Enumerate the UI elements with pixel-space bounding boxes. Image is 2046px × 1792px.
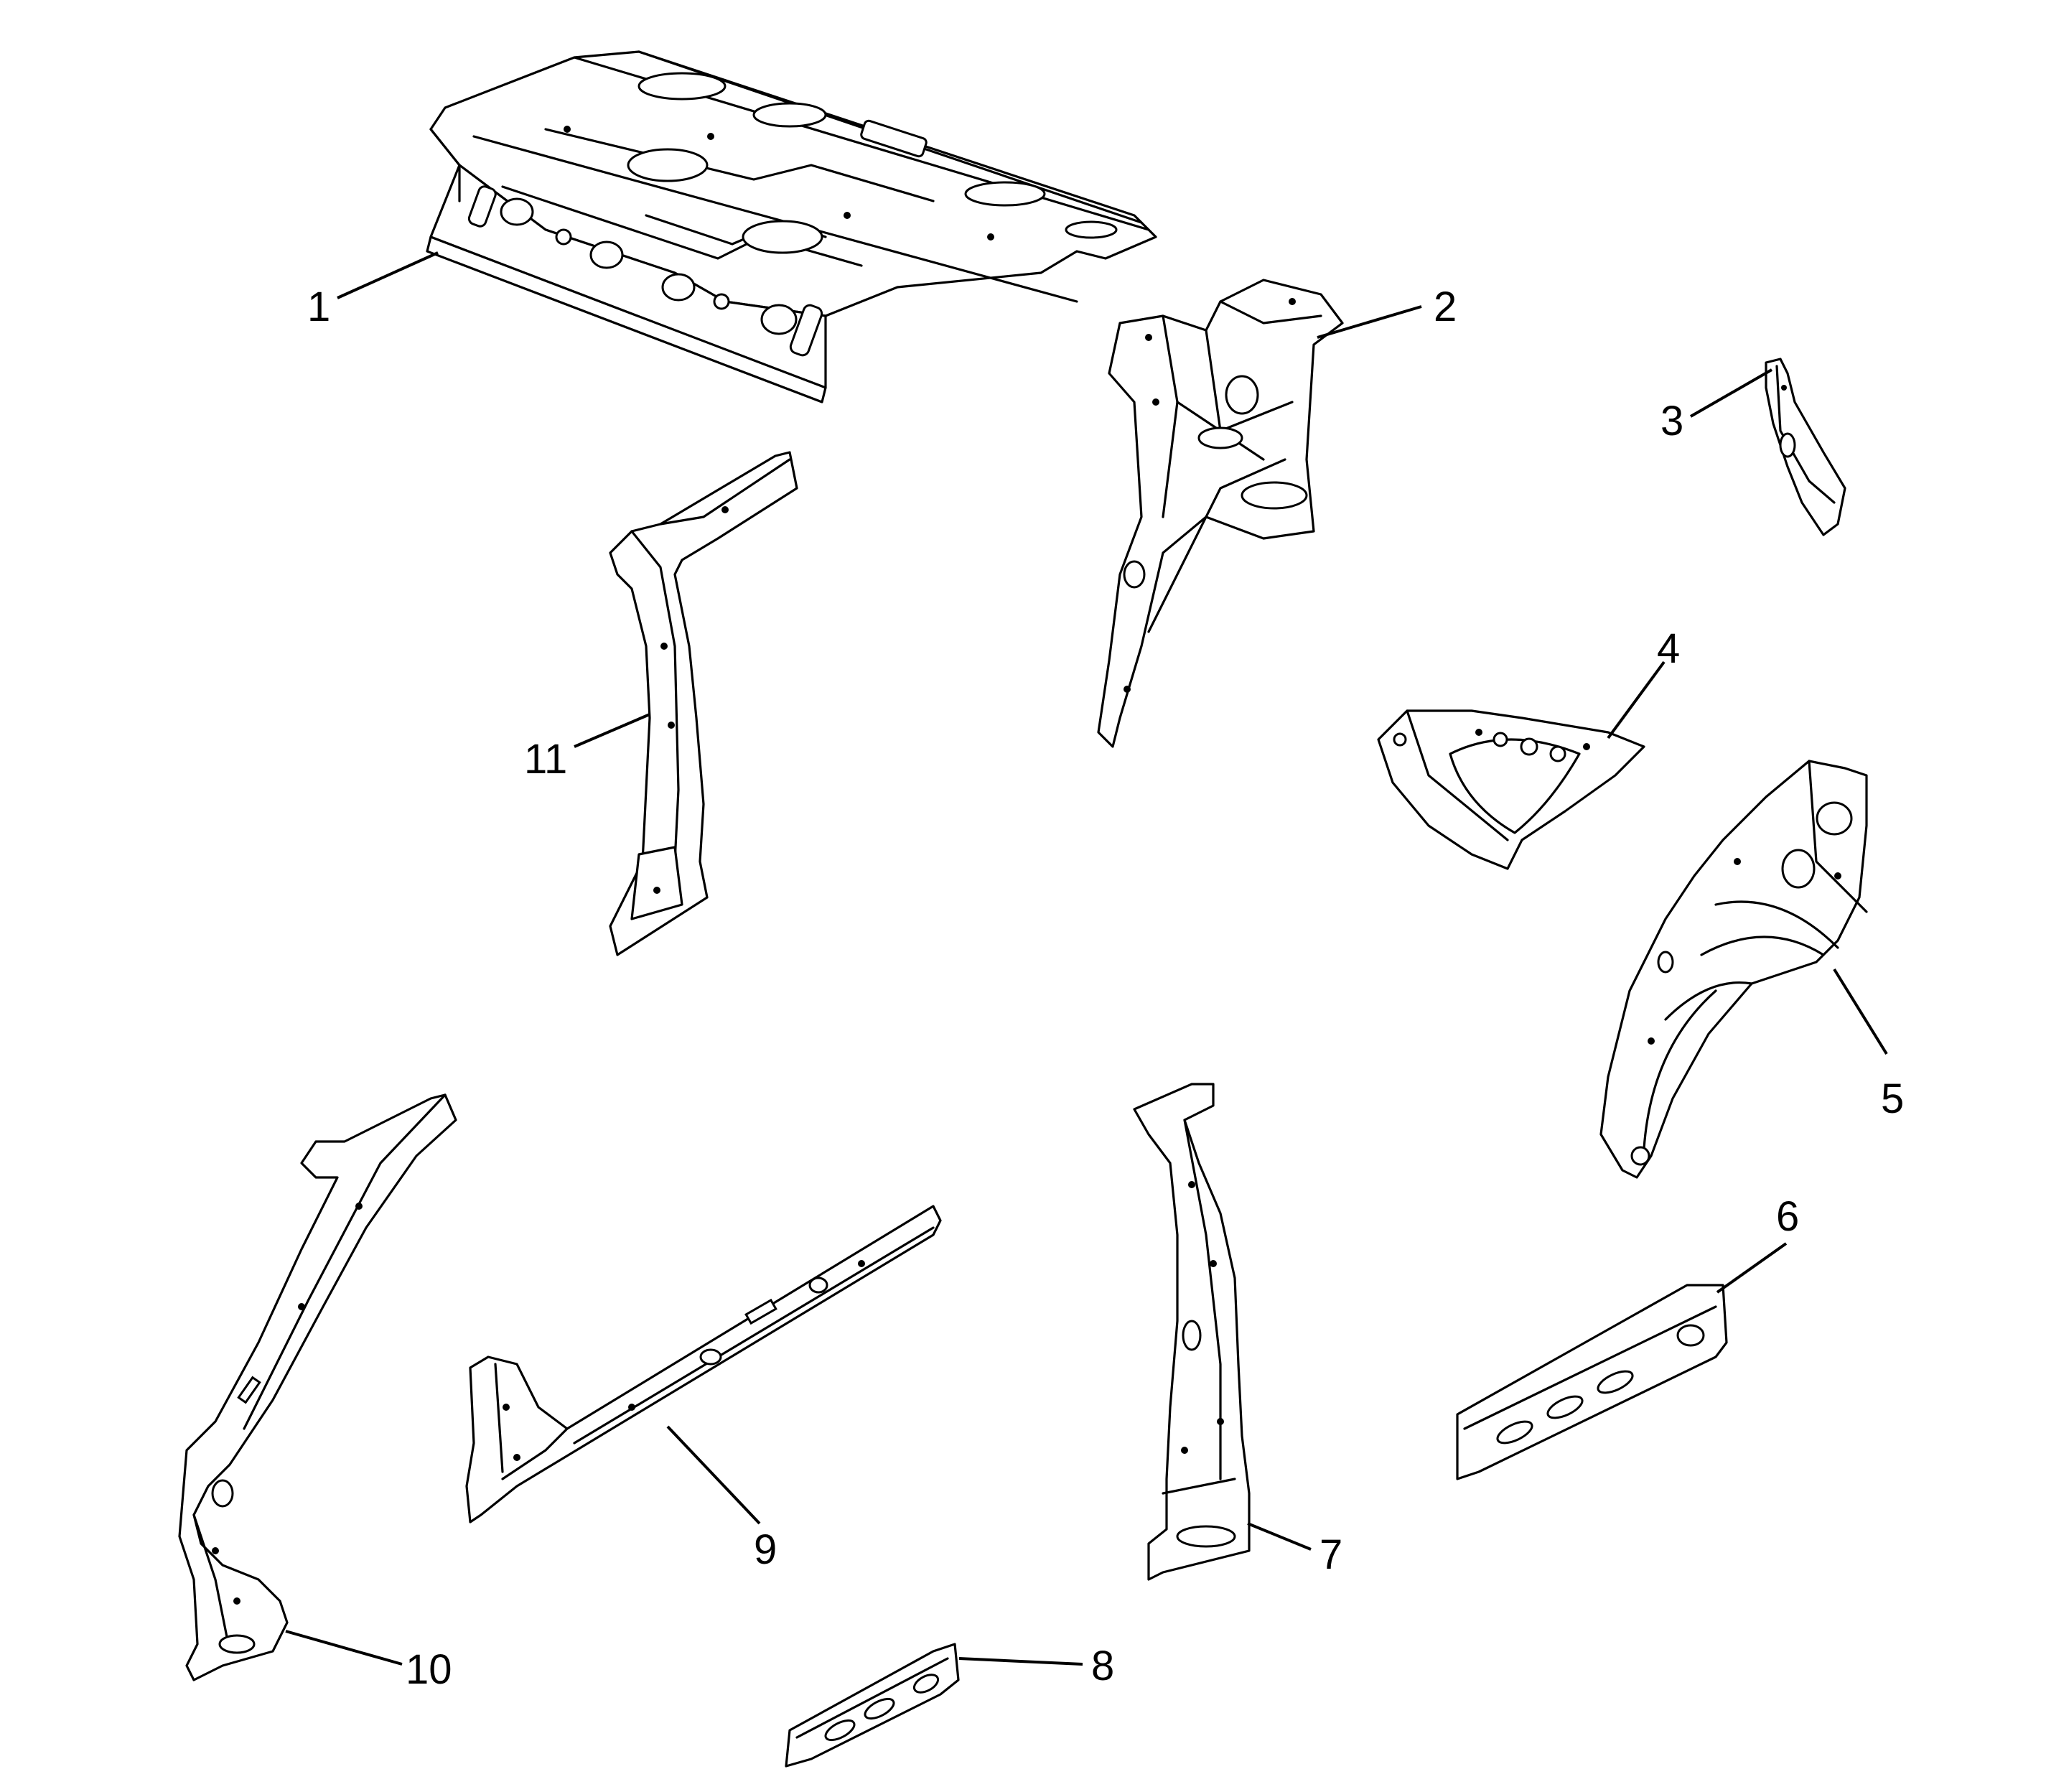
leader-9 [666,1425,761,1525]
part-1-rear-shelf-panel [426,50,1157,403]
leader-1 [337,251,439,299]
callout-4: 4 [1657,625,1680,672]
part-2-inner-quarter-upper [1097,279,1344,748]
leader-4 [1607,661,1666,739]
leader-3 [1690,368,1772,418]
part-5-wheelhouse-outer [1599,760,1868,1179]
part-6-rear-sill-reinforcement [1456,1284,1728,1480]
leader-10 [285,1630,403,1666]
leader-2 [1317,305,1422,339]
callout-3: 3 [1660,398,1683,444]
leader-8 [958,1657,1083,1666]
part-11-roof-rail-pillar [609,451,798,956]
callout-6: 6 [1776,1193,1799,1240]
callout-11: 11 [524,736,567,783]
leader-11 [574,713,650,748]
part-10-a-pillar [178,1093,457,1681]
callout-2: 2 [1434,284,1457,330]
callout-10: 10 [406,1646,452,1693]
part-7-b-pillar [1133,1083,1251,1581]
callout-7: 7 [1319,1531,1342,1578]
callout-labels: 1 2 3 4 5 6 7 8 9 10 11 [307,284,1904,1693]
part-3-bracket [1765,358,1846,536]
callout-5: 5 [1881,1075,1904,1122]
part-9-rocker-panel [465,1205,942,1523]
part-8-center-sill-reinforcement [785,1643,960,1768]
callout-8: 8 [1091,1643,1114,1689]
leader-7 [1247,1522,1312,1551]
part-4-window-bracket [1377,709,1645,870]
callout-1: 1 [307,284,330,330]
leader-lines [285,251,1888,1666]
leader-5 [1833,968,1888,1055]
callout-9: 9 [754,1526,777,1573]
leader-6 [1716,1242,1788,1294]
